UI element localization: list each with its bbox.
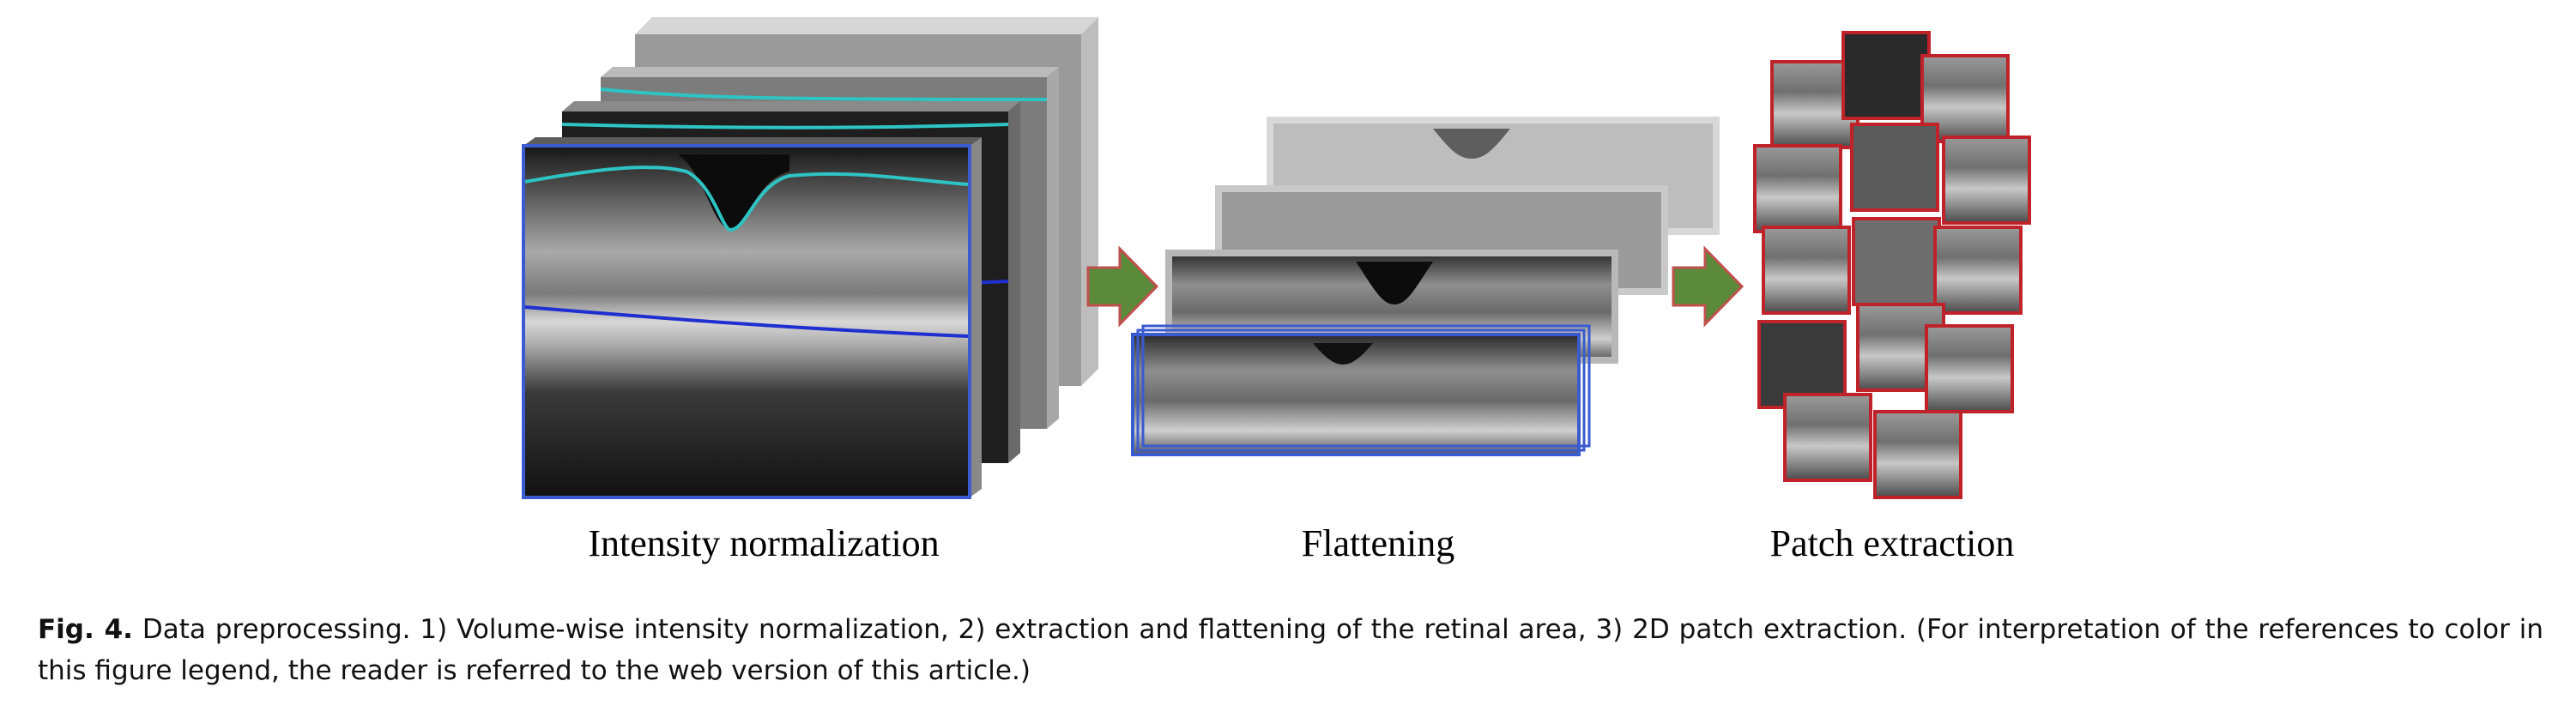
- ilm-boundary-line: [524, 166, 969, 232]
- patch: [1783, 393, 1872, 482]
- patch: [1841, 31, 1931, 120]
- patch: [1933, 226, 2023, 315]
- figure-number: Fig. 4.: [38, 614, 133, 645]
- right-arrow-icon: [1086, 245, 1159, 328]
- flat-slice-front: [1131, 324, 1591, 456]
- patch: [1762, 226, 1851, 315]
- intensity-volume-stack: [522, 17, 1098, 499]
- caption-text: Data preprocessing. 1) Volume-wise inten…: [38, 614, 2543, 686]
- patch-collage: [1753, 31, 2031, 499]
- stage-label-flattening: Flattening: [1301, 522, 1455, 564]
- rpe-boundary-line: [524, 305, 969, 338]
- patch: [1850, 123, 1939, 212]
- right-arrow-icon: [1672, 245, 1745, 328]
- patch: [1925, 324, 2014, 413]
- flattened-volume-stack: [1131, 117, 1720, 456]
- figure-caption: Fig. 4. Data preprocessing. 1) Volume-wi…: [38, 609, 2543, 691]
- patch: [1753, 144, 1842, 233]
- patch: [1942, 136, 2031, 225]
- patch: [1873, 410, 1962, 499]
- stage-label-patch-extraction: Patch extraction: [1769, 522, 2015, 564]
- preprocessing-figure: [522, 17, 2031, 499]
- stage-label-intensity-normalization: Intensity normalization: [588, 522, 940, 564]
- patch: [1852, 217, 1941, 306]
- front-oct-slice: [522, 137, 982, 499]
